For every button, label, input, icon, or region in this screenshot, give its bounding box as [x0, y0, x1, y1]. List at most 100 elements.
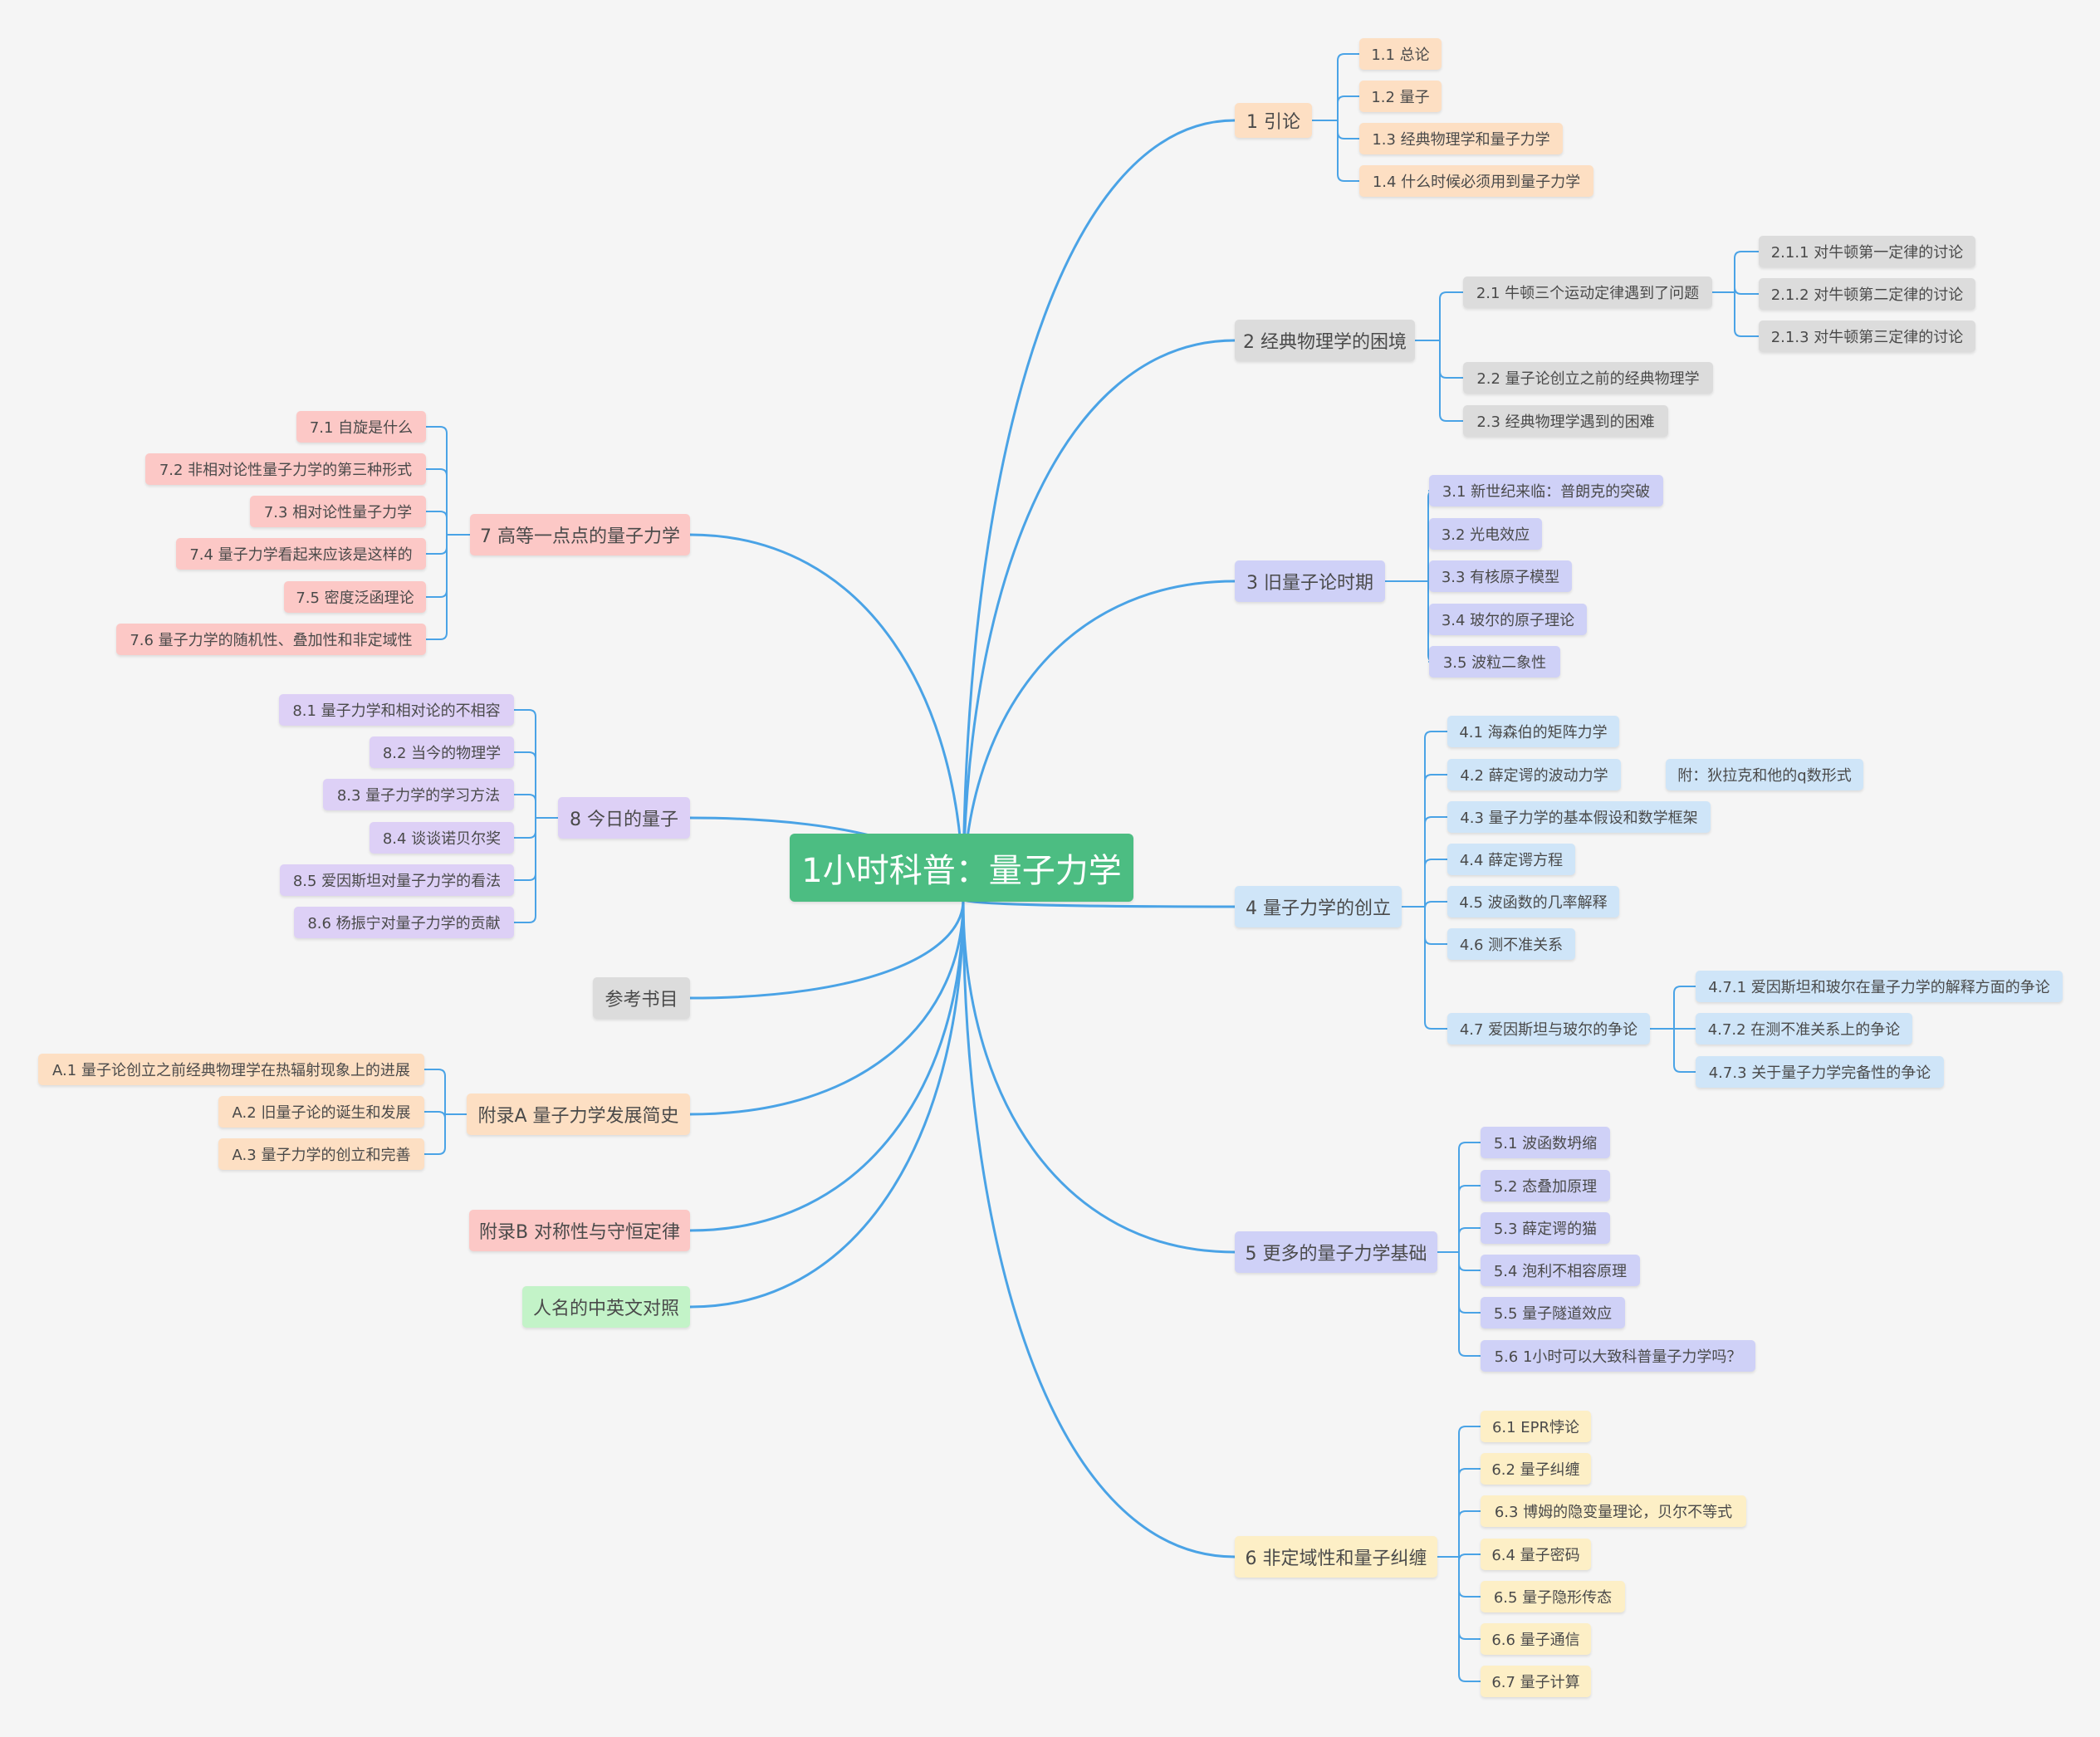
branch-1-bracket-link-1 — [1337, 53, 1360, 121]
topic-5-6[interactable]: 5.6 1小时可以大致科普量子力学吗？ — [1481, 1340, 1755, 1372]
branch-8-bracket-link-3 — [513, 794, 536, 819]
topic-7-4[interactable]: 7.4 量子力学看起来应该是这样的 — [176, 538, 426, 570]
branch-curve-9 — [688, 898, 965, 1000]
topic-8-3[interactable]: 8.3 量子力学的学习方法 — [323, 779, 514, 810]
subtopic-4-7-2[interactable]: 4.7.2 在测不准关系上的争论 — [1696, 1013, 1912, 1045]
topic-4-7[interactable]: 4.7 爱因斯坦与玻尔的争论 — [1447, 1013, 1650, 1045]
topic-1-2[interactable]: 1.2 量子 — [1359, 81, 1442, 112]
topic-2-2[interactable]: 2.2 量子论创立之前的经典物理学 — [1463, 362, 1713, 394]
topic-7-1[interactable]: 7.1 自旋是什么 — [296, 411, 426, 443]
topic-4-4[interactable]: 4.4 薛定谔方程 — [1447, 844, 1575, 875]
topic-5-4[interactable]: 5.4 泡利不相容原理 — [1481, 1255, 1640, 1286]
branch-5[interactable]: 5 更多的量子力学基础 — [1235, 1231, 1437, 1273]
topic-8-4[interactable]: 8.4 谈谈诺贝尔奖 — [370, 822, 514, 854]
subtopic-4-2-1[interactable]: 附：狄拉克和他的q数形式 — [1666, 759, 1863, 790]
topic-7-5[interactable]: 7.5 密度泛函理论 — [284, 581, 426, 613]
subtopic-4-7-3[interactable]: 4.7.3 关于量子力学完备性的争论 — [1696, 1056, 1944, 1088]
branch-2[interactable]: 2 经典物理学的困境 — [1235, 320, 1415, 361]
branch-6-bracket-link-2 — [1458, 1468, 1481, 1558]
branch-11[interactable]: 附录B 对称性与守恒定律 — [469, 1210, 690, 1251]
topic-5-2[interactable]: 5.2 态叠加原理 — [1481, 1170, 1610, 1201]
branch-5-bracket-link-1 — [1458, 1142, 1481, 1253]
topic-8-1[interactable]: 8.1 量子力学和相对论的不相容 — [279, 694, 514, 726]
topic-3-1[interactable]: 3.1 新世纪来临：普朗克的突破 — [1429, 475, 1663, 506]
branch-1[interactable]: 1 引论 — [1235, 103, 1312, 138]
topic-6-2[interactable]: 6.2 量子纠缠 — [1481, 1453, 1591, 1485]
topic-10-2[interactable]: A.2 旧量子论的诞生和发展 — [218, 1096, 424, 1128]
branch-6[interactable]: 6 非定域性和量子纠缠 — [1235, 1536, 1437, 1578]
branch-5-bracket-link-2 — [1458, 1185, 1481, 1253]
topic-4-7-bracket-link-1 — [1673, 986, 1696, 1030]
branch-8[interactable]: 8 今日的量子 — [558, 797, 690, 839]
branch-10-bracket-link-1 — [423, 1069, 446, 1115]
branch-8-bracket-link-1 — [513, 709, 536, 819]
branch-6-bracket-link-1 — [1458, 1426, 1481, 1558]
topic-4-1[interactable]: 4.1 海森伯的矩阵力学 — [1447, 716, 1619, 747]
topic-10-1[interactable]: A.1 量子论创立之前经典物理学在热辐射现象上的进展 — [38, 1054, 424, 1085]
topic-3-4[interactable]: 3.4 玻尔的原子理论 — [1429, 604, 1587, 635]
branch-curve-2 — [962, 339, 1236, 902]
branch-5-bracket-link-3 — [1458, 1227, 1481, 1253]
branch-curve-12 — [688, 898, 965, 1309]
topic-1-1[interactable]: 1.1 总论 — [1359, 38, 1442, 70]
branch-curve-1 — [962, 119, 1236, 902]
branch-1-bracket-link-2 — [1337, 95, 1360, 121]
branch-10[interactable]: 附录A 量子力学发展简史 — [467, 1094, 690, 1135]
topic-3-5[interactable]: 3.5 波粒二象性 — [1429, 646, 1560, 678]
branch-curve-3 — [962, 580, 1236, 902]
branch-8-bracket-link-2 — [513, 751, 536, 819]
topic-4-3[interactable]: 4.3 量子力学的基本假设和数学框架 — [1447, 801, 1711, 833]
topic-8-6[interactable]: 8.6 杨振宁对量子力学的贡献 — [294, 907, 514, 938]
branch-1-bracket-link-4 — [1337, 120, 1360, 182]
topic-3-2[interactable]: 3.2 光电效应 — [1429, 518, 1542, 550]
topic-4-5[interactable]: 4.5 波函数的几率解释 — [1447, 886, 1619, 917]
topic-2-1[interactable]: 2.1 牛顿三个运动定律遇到了问题 — [1463, 276, 1712, 308]
topic-1-4[interactable]: 1.4 什么时候必须用到量子力学 — [1359, 165, 1593, 197]
branch-4[interactable]: 4 量子力学的创立 — [1235, 886, 1402, 927]
topic-8-5[interactable]: 8.5 爱因斯坦对量子力学的看法 — [280, 864, 514, 896]
subtopic-4-7-1[interactable]: 4.7.1 爱因斯坦和玻尔在量子力学的解释方面的争论 — [1696, 971, 2063, 1002]
topic-8-2[interactable]: 8.2 当今的物理学 — [370, 736, 514, 768]
central-topic[interactable]: 1小时科普：量子力学 — [790, 834, 1133, 902]
branch-curve-6 — [962, 898, 1236, 1558]
branch-7-bracket-link-3 — [425, 511, 448, 536]
topic-4-6[interactable]: 4.6 测不准关系 — [1447, 928, 1575, 960]
topic-4-2[interactable]: 4.2 薛定谔的波动力学 — [1447, 759, 1621, 790]
branch-6-bracket-link-7 — [1458, 1556, 1481, 1682]
topic-6-6[interactable]: 6.6 量子通信 — [1481, 1623, 1591, 1655]
topic-7-2[interactable]: 7.2 非相对论性量子力学的第三种形式 — [145, 453, 426, 485]
branch-8-bracket-link-6 — [513, 817, 536, 923]
topic-7-3[interactable]: 7.3 相对论性量子力学 — [250, 496, 426, 527]
topic-5-1[interactable]: 5.1 波函数坍缩 — [1481, 1127, 1610, 1158]
branch-5-bracket-link-6 — [1458, 1251, 1481, 1357]
subtopic-2-1-2[interactable]: 2.1.2 对牛顿第二定律的讨论 — [1759, 278, 1975, 310]
branch-4-bracket-link-2 — [1424, 774, 1448, 908]
topic-6-1[interactable]: 6.1 EPR悖论 — [1481, 1411, 1591, 1442]
branch-7[interactable]: 7 高等一点点的量子力学 — [470, 514, 690, 555]
branch-2-bracket-link-3 — [1439, 340, 1464, 422]
topic-2-3[interactable]: 2.3 经典物理学遇到的困难 — [1463, 405, 1668, 437]
branch-4-bracket-link-4 — [1424, 859, 1448, 908]
branch-4-bracket-link-1 — [1424, 731, 1448, 908]
topic-6-5[interactable]: 6.5 量子隐形传态 — [1481, 1581, 1625, 1612]
topic-7-6[interactable]: 7.6 量子力学的随机性、叠加性和非定域性 — [116, 624, 426, 655]
branch-curve-7 — [688, 533, 965, 902]
topic-6-3[interactable]: 6.3 博姆的隐变量理论，贝尔不等式 — [1481, 1495, 1746, 1527]
topic-5-5[interactable]: 5.5 量子隧道效应 — [1481, 1297, 1625, 1328]
topic-10-3[interactable]: A.3 量子力学的创立和完善 — [218, 1138, 424, 1170]
branch-curve-10 — [688, 898, 965, 1116]
subtopic-2-1-3[interactable]: 2.1.3 对牛顿第三定律的讨论 — [1759, 320, 1975, 352]
branch-3[interactable]: 3 旧量子论时期 — [1235, 560, 1385, 602]
topic-2-1-bracket-link-3 — [1734, 291, 1760, 337]
topic-1-3[interactable]: 1.3 经典物理学和量子力学 — [1359, 123, 1563, 154]
branch-12[interactable]: 人名的中英文对照 — [522, 1286, 690, 1328]
topic-5-3[interactable]: 5.3 薛定谔的猫 — [1481, 1212, 1610, 1244]
branch-7-bracket-link-1 — [425, 426, 448, 536]
branch-9[interactable]: 参考书目 — [593, 977, 690, 1019]
topic-6-4[interactable]: 6.4 量子密码 — [1481, 1539, 1591, 1570]
topic-6-7[interactable]: 6.7 量子计算 — [1481, 1666, 1591, 1697]
branch-4-bracket-link-3 — [1424, 816, 1448, 908]
subtopic-2-1-1[interactable]: 2.1.1 对牛顿第一定律的讨论 — [1759, 236, 1975, 267]
topic-3-3[interactable]: 3.3 有核原子模型 — [1429, 560, 1572, 592]
